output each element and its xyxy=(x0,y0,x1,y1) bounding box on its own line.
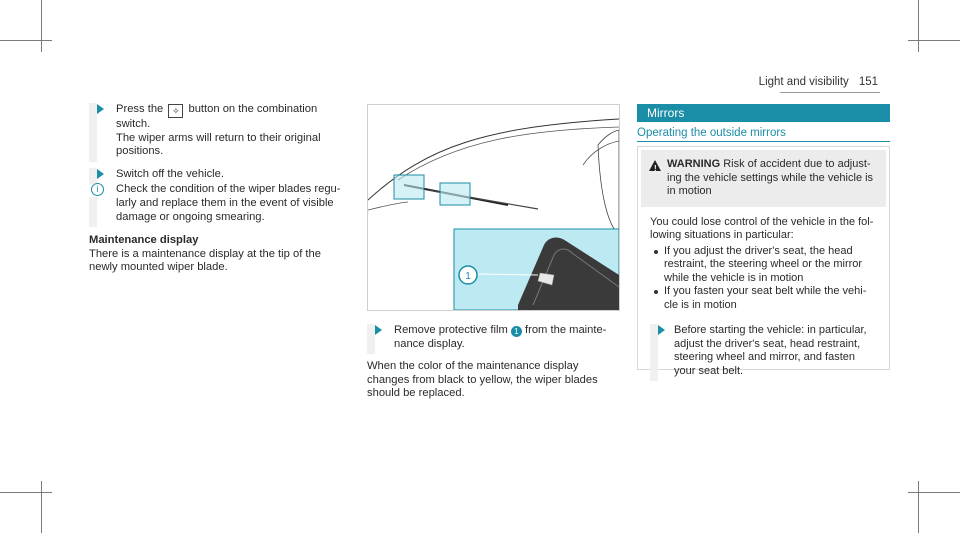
info-note: i Check the condition of the wiper blade… xyxy=(89,183,351,227)
running-header: Light and visibility 151 xyxy=(759,76,878,88)
step-arrow-icon xyxy=(97,104,104,114)
callout-badge: 1 xyxy=(510,326,522,337)
step-text: Before starting the vehicle: in particul… xyxy=(674,324,867,377)
crop-mark xyxy=(908,40,960,41)
list-item-text: If you adjust the driver's seat, the hea… xyxy=(664,244,863,284)
paragraph: When the color of the maintenance displa… xyxy=(367,360,598,400)
subsection-title: Operating the outside mirrors xyxy=(637,127,890,142)
paragraph: You could lose control of the vehicle in… xyxy=(650,215,874,242)
warning-text: Risk of accident due to adjust- ing the … xyxy=(667,158,874,197)
step-text: Remove protective film xyxy=(394,324,508,336)
windshield-illustration: 1 xyxy=(367,118,620,311)
header-section: Light and visibility xyxy=(758,76,849,88)
page-number: 151 xyxy=(858,76,878,88)
step-arrow-icon xyxy=(375,325,382,335)
warning-banner: ! WARNING Risk of accident due to adjust… xyxy=(641,150,886,207)
crop-mark xyxy=(41,481,42,533)
figure-callout: 1 xyxy=(465,271,471,282)
warning-triangle-icon: ! xyxy=(649,160,661,173)
header-rule xyxy=(780,92,880,93)
step-text: Switch off the vehicle. xyxy=(116,167,224,180)
step-remove-film: Remove protective film 1 from the mainte… xyxy=(367,324,620,355)
step-text: button on the combination switch. xyxy=(116,103,318,130)
info-icon: i xyxy=(91,183,104,197)
step-switch-off: Switch off the vehicle. xyxy=(89,167,351,184)
step-press-button: Press the ✧ button on the combination sw… xyxy=(89,103,351,162)
section-title: Mirrors xyxy=(637,104,890,122)
list-item: If you fasten your seat belt while the v… xyxy=(650,285,879,312)
note-text: Check the condition of the wiper blades … xyxy=(116,183,341,223)
column-middle: Remove protective film 1 from the mainte… xyxy=(367,324,620,401)
step-text: Press the xyxy=(116,103,164,115)
crop-mark xyxy=(918,481,919,533)
paragraph: There is a maintenance display at the ti… xyxy=(89,247,321,274)
step-arrow-icon xyxy=(97,168,104,179)
warning-box: ! WARNING Risk of accident due to adjust… xyxy=(637,146,890,381)
bullet-icon xyxy=(654,249,658,254)
step-detail: The wiper arms will return to their orig… xyxy=(116,131,321,158)
crop-mark xyxy=(918,0,919,52)
column-left: Press the ✧ button on the combination sw… xyxy=(89,103,351,275)
step-arrow-icon xyxy=(658,325,665,335)
crop-mark xyxy=(908,492,960,493)
warning-body: You could lose control of the vehicle in… xyxy=(638,210,889,381)
bullet-icon xyxy=(654,290,658,294)
warning-label: WARNING xyxy=(667,158,721,170)
step-text: from the mainte- nance display. xyxy=(394,324,607,350)
crop-mark xyxy=(41,0,42,52)
wiper-figure: 1 xyxy=(367,104,620,311)
list-item-text: If you fasten your seat belt while the v… xyxy=(664,285,867,311)
crop-mark xyxy=(0,492,52,493)
crop-mark xyxy=(0,40,52,41)
wiper-key-icon: ✧ xyxy=(168,104,184,118)
subheading: Maintenance display xyxy=(89,234,199,247)
list-item: If you adjust the driver's seat, the hea… xyxy=(650,245,879,286)
step-before-starting: Before starting the vehicle: in particul… xyxy=(650,324,879,381)
